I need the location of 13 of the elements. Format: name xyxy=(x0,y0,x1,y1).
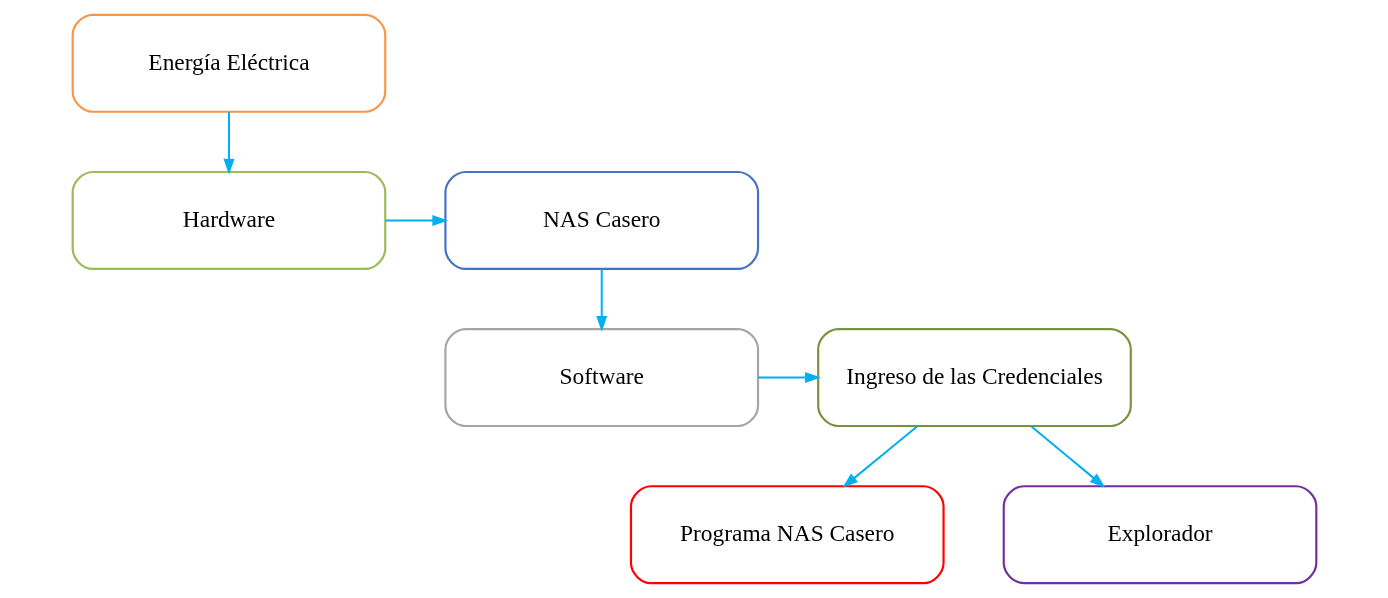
node-box: Programa NAS Casero xyxy=(629,485,945,585)
arrow xyxy=(1030,425,1105,488)
arrow xyxy=(595,269,607,332)
node-box: NAS Casero xyxy=(443,170,759,270)
node-box: Ingreso de las Credenciales xyxy=(816,328,1132,428)
node-box: Hardware xyxy=(71,170,386,270)
node-box: Explorador xyxy=(1002,485,1317,585)
arrow xyxy=(385,214,448,226)
node-box: Energía Eléctrica xyxy=(71,13,386,113)
node-box: Software xyxy=(443,328,759,428)
arrow xyxy=(757,372,821,384)
arrow xyxy=(222,111,234,175)
arrow xyxy=(841,425,918,488)
